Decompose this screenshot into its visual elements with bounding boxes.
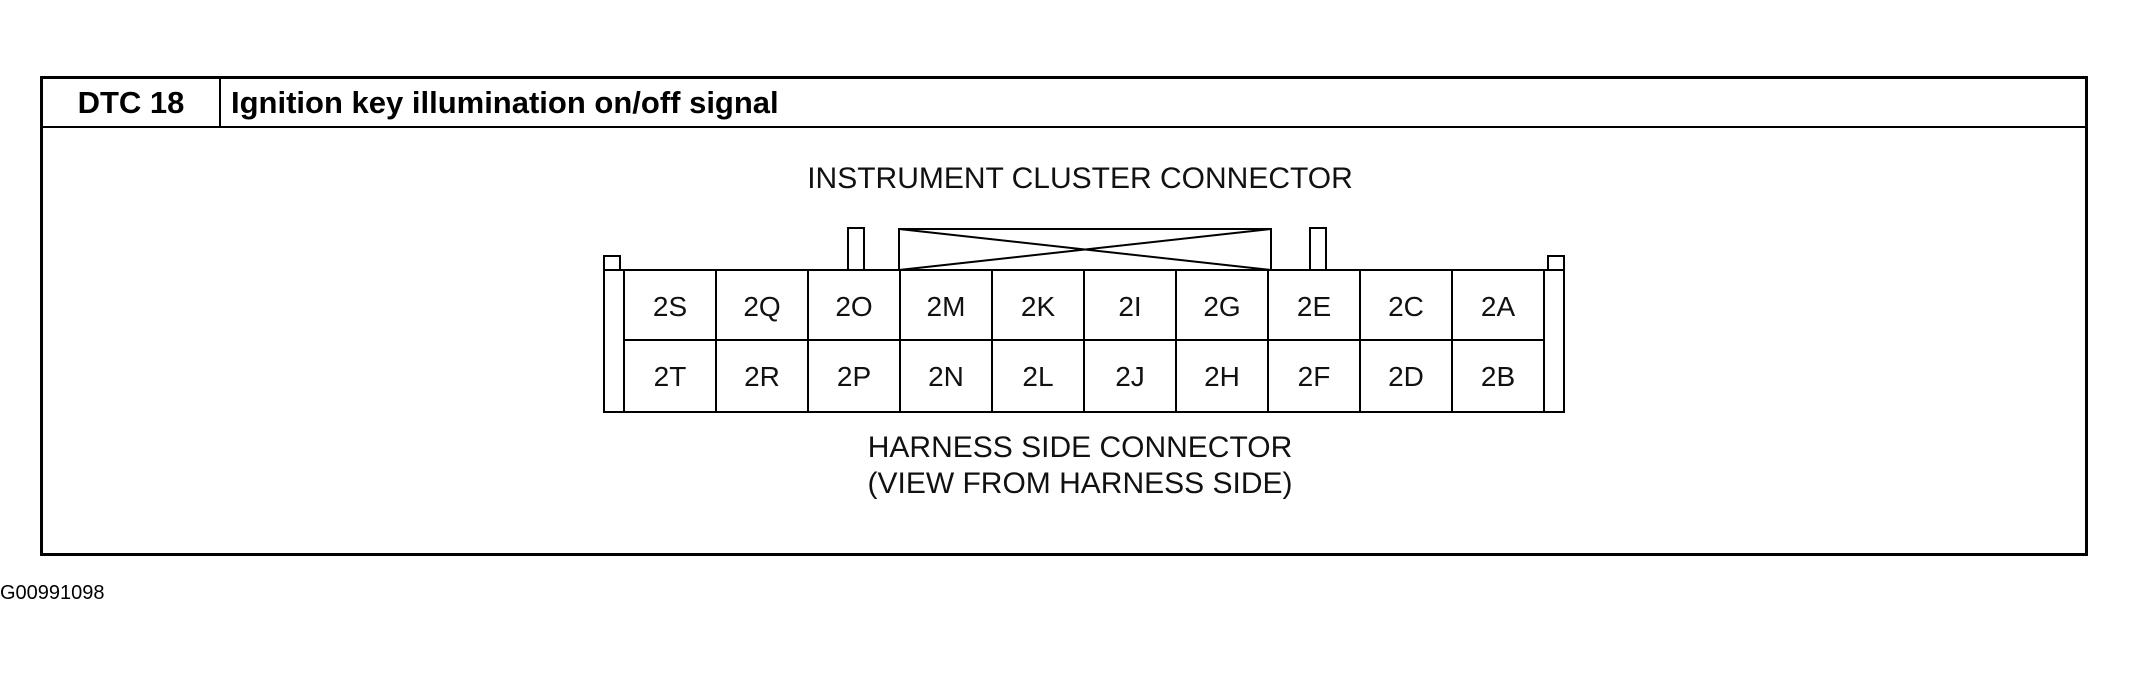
connector-left-tab <box>603 255 621 271</box>
pin-label-2h: 2H <box>1204 361 1240 392</box>
connector-top-caption: INSTRUMENT CLUSTER CONNECTOR <box>807 162 1353 195</box>
pin-label-2f: 2F <box>1298 361 1331 392</box>
pin-labels: 2S 2Q 2O 2M 2K 2I 2G 2E 2C 2A 2T 2R 2P 2N 2L 2J 2H 2F 2D 2B <box>653 291 1516 392</box>
pin-label-2c: 2C <box>1388 291 1424 322</box>
pin-label-2n: 2N <box>928 361 964 392</box>
connector-lock-post-right <box>1309 227 1327 271</box>
pin-label-2d: 2D <box>1388 361 1424 392</box>
pin-label-2s: 2S <box>653 291 687 322</box>
pin-label-2p: 2P <box>837 361 871 392</box>
pin-cell-dividers <box>715 270 1453 412</box>
pin-label-2i: 2I <box>1118 291 1141 322</box>
pin-label-2q: 2Q <box>743 291 780 322</box>
pin-label-2j: 2J <box>1115 361 1145 392</box>
dtc-header-row: DTC 18 Ignition key illumination on/off … <box>43 79 2085 128</box>
pin-label-2o: 2O <box>835 291 872 322</box>
connector-latch-cross-b <box>898 228 1272 271</box>
pin-label-2k: 2K <box>1021 291 1056 322</box>
pin-label-2t: 2T <box>654 361 687 392</box>
pin-label-2r: 2R <box>744 361 780 392</box>
pin-label-2l: 2L <box>1022 361 1053 392</box>
pin-label-2e: 2E <box>1297 291 1331 322</box>
harness-caption-line1: HARNESS SIDE CONNECTOR <box>867 431 1293 464</box>
dtc-code-cell: DTC 18 <box>43 79 221 126</box>
figure-id-label: G00991098 <box>0 582 105 604</box>
connector-right-tab <box>1547 255 1565 271</box>
harness-caption-line2: (VIEW FROM HARNESS SIDE) <box>867 467 1293 500</box>
pin-label-2g: 2G <box>1203 291 1240 322</box>
pin-label-2b: 2B <box>1481 361 1515 392</box>
pin-label-2a: 2A <box>1481 291 1516 322</box>
dtc-diagram-frame: DTC 18 Ignition key illumination on/off … <box>40 76 2088 556</box>
pin-label-2m: 2M <box>927 291 966 322</box>
connector-lock-post-left <box>847 227 865 271</box>
dtc-title-cell: Ignition key illumination on/off signal <box>231 85 779 120</box>
